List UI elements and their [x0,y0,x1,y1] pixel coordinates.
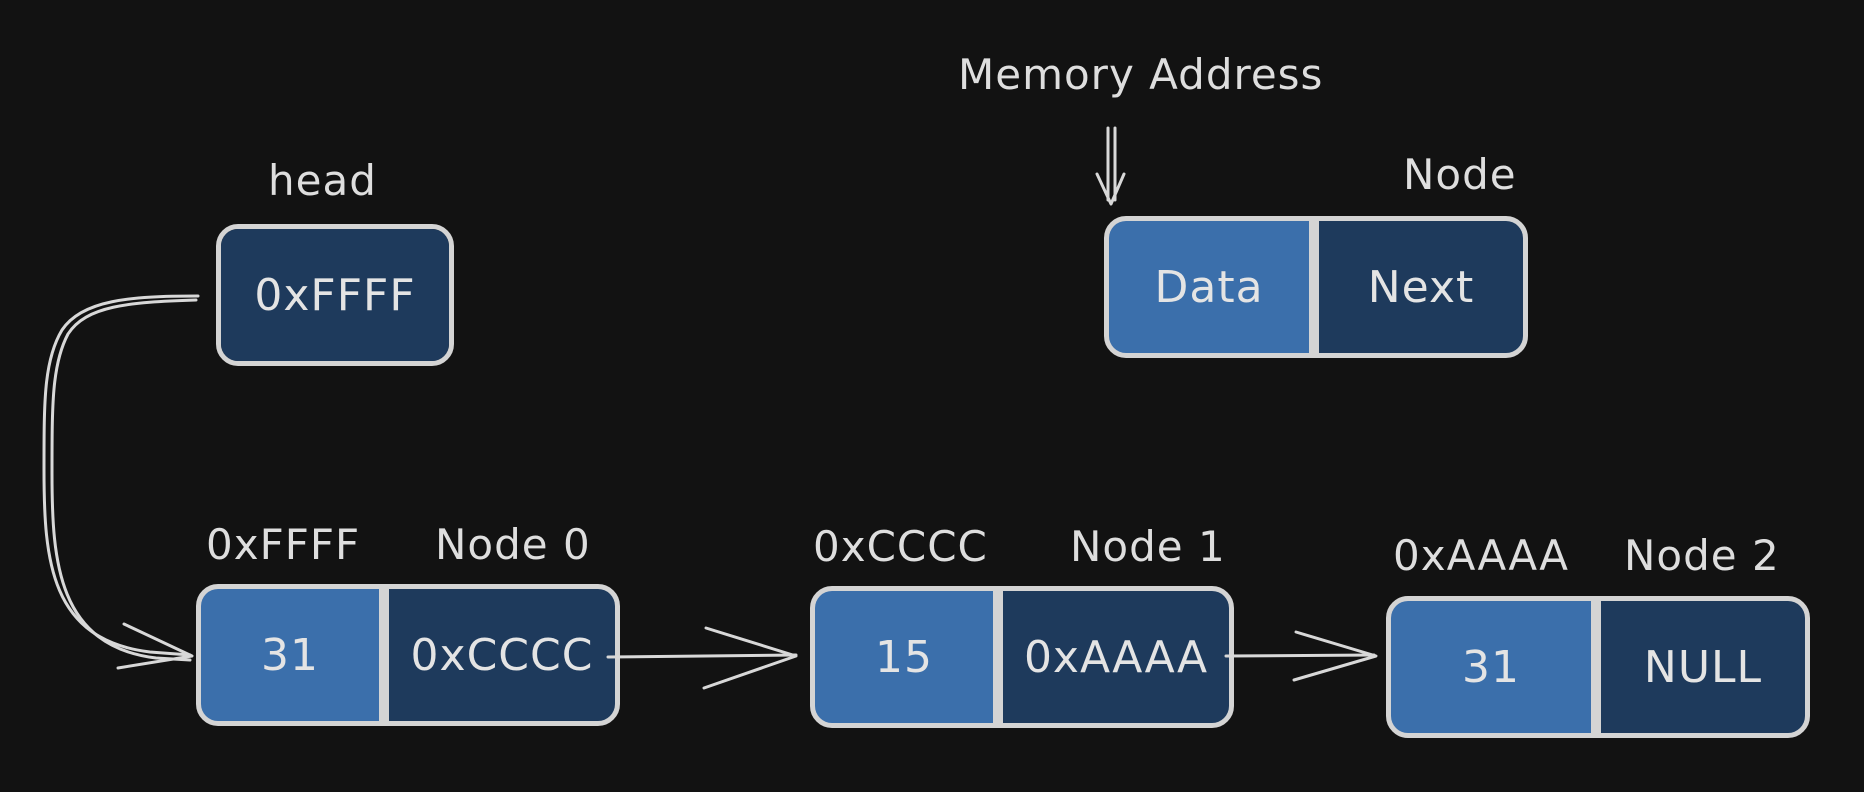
head-value: 0xFFFF [221,229,449,361]
legend-node-box: Data Next [1104,216,1528,358]
node-2-data: 31 [1391,601,1591,733]
head-to-node-0-arrow [42,294,200,670]
legend-next-cell: Next [1319,221,1523,353]
node-0-to-node-1-arrow [606,626,798,690]
node-1-to-node-2-arrow [1224,630,1378,682]
legend-node-label: Node [1403,150,1517,199]
memory-address-arrow [1095,126,1126,206]
node-0-address: 0xFFFF [206,520,361,569]
node-2-box: 31 NULL [1386,596,1810,738]
node-1-data: 15 [815,591,993,723]
head-box: 0xFFFF [216,224,454,366]
node-0-next: 0xCCCC [389,589,615,721]
node-0-name: Node 0 [435,520,591,569]
node-2-name: Node 2 [1624,531,1780,580]
head-label: head [268,156,377,205]
memory-address-label: Memory Address [958,50,1324,99]
node-1-name: Node 1 [1070,522,1226,571]
node-0-data: 31 [201,589,379,721]
node-2-next: NULL [1601,601,1805,733]
legend-data-cell: Data [1109,221,1309,353]
node-1-next: 0xAAAA [1003,591,1229,723]
node-1-address: 0xCCCC [813,522,988,571]
node-1-box: 15 0xAAAA [810,586,1234,728]
node-0-box: 31 0xCCCC [196,584,620,726]
node-2-address: 0xAAAA [1393,531,1570,580]
